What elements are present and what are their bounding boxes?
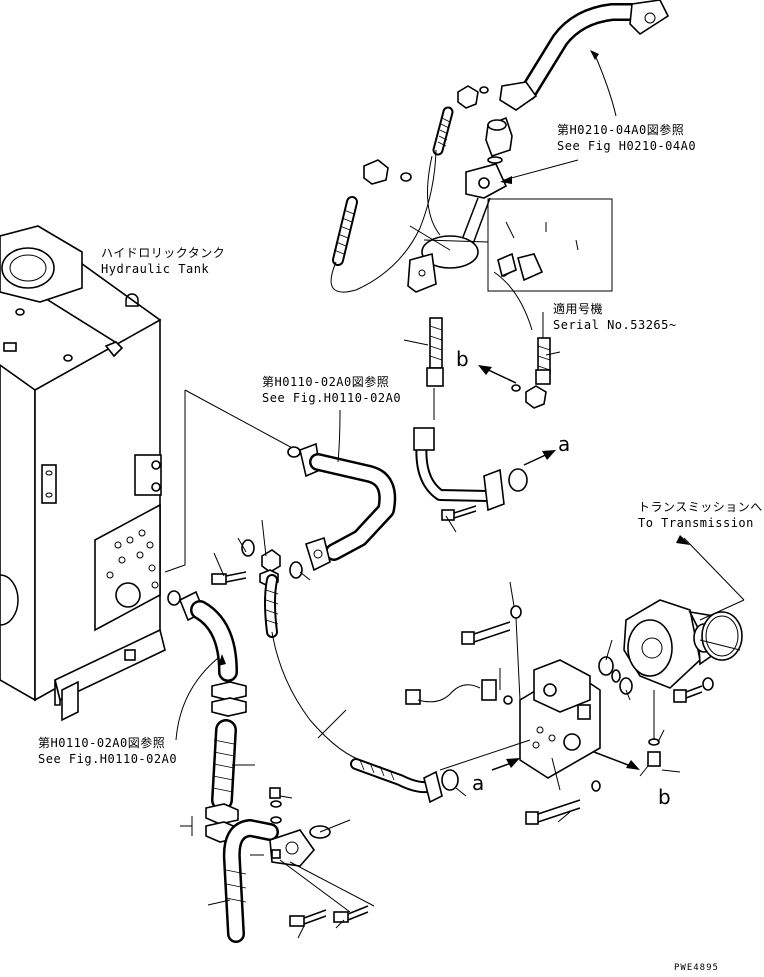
marker-a-upper: a [558, 432, 571, 456]
valve-block [405, 605, 640, 825]
ref-h0110-upper-label-en: See Fig.H0110-02A0 [262, 391, 402, 405]
upper-pipe-assembly [330, 0, 670, 331]
serial-detail-box [487, 198, 613, 292]
serial-label-en: Serial No.53265~ [553, 318, 677, 332]
hydraulic-tank-label-jp: ハイドロリックタンク [101, 246, 226, 260]
ref-h0110-lower-label-jp: 第H0110-02A0図参照 [38, 736, 166, 750]
serial-label-jp: 適用号機 [553, 302, 604, 316]
ref-h0110-lower-label-en: See Fig.H0110-02A0 [38, 752, 178, 766]
leader-lines [175, 50, 741, 939]
transmission-pump [598, 535, 745, 767]
ref-h0210-label-en: See Fig H0210-04A0 [557, 139, 697, 153]
hydraulic-tank-label-en: Hydraulic Tank [101, 262, 210, 276]
ref-h0210-label-jp: 第H0210-04A0図参照 [557, 123, 685, 137]
hydraulic-tank [0, 225, 166, 722]
to-transmission-label-en: To Transmission [638, 516, 754, 530]
suction-pipe-upper [164, 389, 397, 682]
suction-hose-lower [180, 681, 375, 943]
ref-h0110-upper-label-jp: 第H0110-02A0図参照 [262, 375, 390, 389]
marker-b-upper: b [456, 347, 470, 371]
drawing-code: PWE4895 [674, 963, 719, 973]
marker-a-lower: a [472, 771, 485, 795]
marker-b-lower: b [658, 785, 672, 809]
to-transmission-label-jp: トランスミッションへ [638, 500, 763, 514]
middle-hose-assembly [413, 312, 556, 521]
long-hose-to-valve [271, 631, 459, 804]
